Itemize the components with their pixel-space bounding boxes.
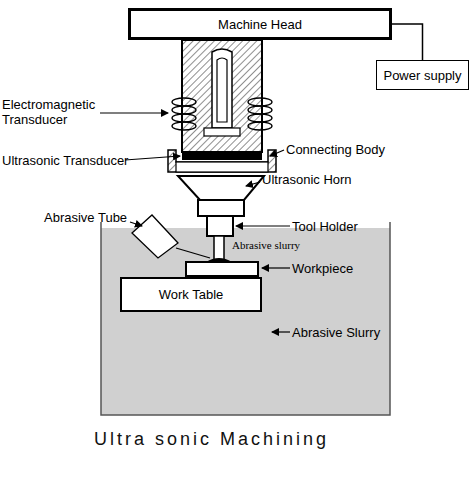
part-label: Tool Holder (292, 219, 358, 234)
diagram-title: Ultra sonic Machining (94, 429, 329, 450)
machine-head-box: Machine Head (128, 8, 392, 40)
part-label: Abrasive slurry (232, 238, 300, 253)
power-supply-box: Power supply (376, 60, 469, 90)
box-text: Machine Head (218, 18, 302, 31)
box-text: Power supply (383, 69, 461, 82)
part-label: Workpiece (292, 261, 353, 276)
part-label: Connecting Body (286, 142, 385, 157)
part-label: Electromagnetic Transducer (2, 97, 92, 127)
power-cable (392, 24, 423, 60)
part-label: Abrasive Slurry (292, 325, 380, 340)
part-label: Abrasive Tube (44, 210, 127, 225)
part-label: Ultrasonic Transducer (2, 153, 128, 168)
box-text: Work Table (159, 288, 224, 301)
part-label: Ultrasonic Horn (262, 172, 352, 187)
work-table-box: Work Table (120, 277, 262, 312)
